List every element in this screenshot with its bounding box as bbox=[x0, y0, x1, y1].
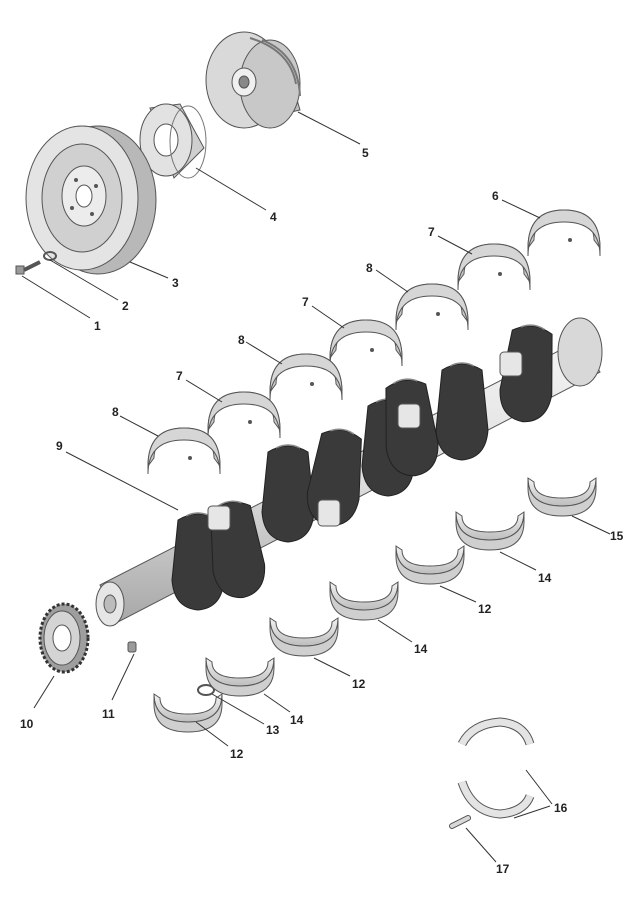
callout-9: 9 bbox=[56, 439, 63, 453]
timing-gear bbox=[38, 602, 90, 674]
callout-7a: 7 bbox=[428, 225, 435, 239]
hub-spacer bbox=[139, 103, 207, 179]
callout-12c: 12 bbox=[478, 602, 492, 616]
callout-4: 4 bbox=[270, 210, 277, 224]
leader-lines bbox=[21, 111, 611, 863]
callout-5: 5 bbox=[362, 146, 369, 160]
callout-7c: 7 bbox=[176, 369, 183, 383]
crankshaft bbox=[95, 317, 603, 627]
callout-15: 15 bbox=[610, 529, 624, 543]
callout-12b: 12 bbox=[352, 677, 366, 691]
woodruff-key bbox=[127, 641, 137, 653]
thrust-half-rings bbox=[457, 717, 535, 819]
callout-16: 16 bbox=[554, 801, 568, 815]
callout-8c: 8 bbox=[112, 405, 119, 419]
dowel-pin bbox=[449, 815, 471, 829]
callout-17: 17 bbox=[496, 862, 510, 876]
callout-8a: 8 bbox=[366, 261, 373, 275]
belt-pulley bbox=[205, 31, 301, 129]
callout-14c: 14 bbox=[538, 571, 552, 585]
callout-10: 10 bbox=[20, 717, 34, 731]
callout-11: 11 bbox=[102, 707, 115, 721]
callout-3: 3 bbox=[172, 276, 179, 290]
callout-8b: 8 bbox=[238, 333, 245, 347]
damper-bolt bbox=[15, 260, 41, 275]
callout-6: 6 bbox=[492, 189, 499, 203]
callout-1: 1 bbox=[94, 319, 101, 333]
callout-12a: 12 bbox=[230, 747, 244, 761]
callout-numbers: 1 2 3 4 5 6 7 7 7 8 8 8 9 10 11 12 12 12… bbox=[20, 146, 624, 876]
callout-2: 2 bbox=[122, 299, 129, 313]
callout-7b: 7 bbox=[302, 295, 309, 309]
thrust-shim bbox=[197, 684, 215, 696]
callout-13: 13 bbox=[266, 723, 280, 737]
vibration-damper bbox=[25, 125, 157, 275]
callout-14a: 14 bbox=[290, 713, 304, 727]
callout-14b: 14 bbox=[414, 642, 428, 656]
